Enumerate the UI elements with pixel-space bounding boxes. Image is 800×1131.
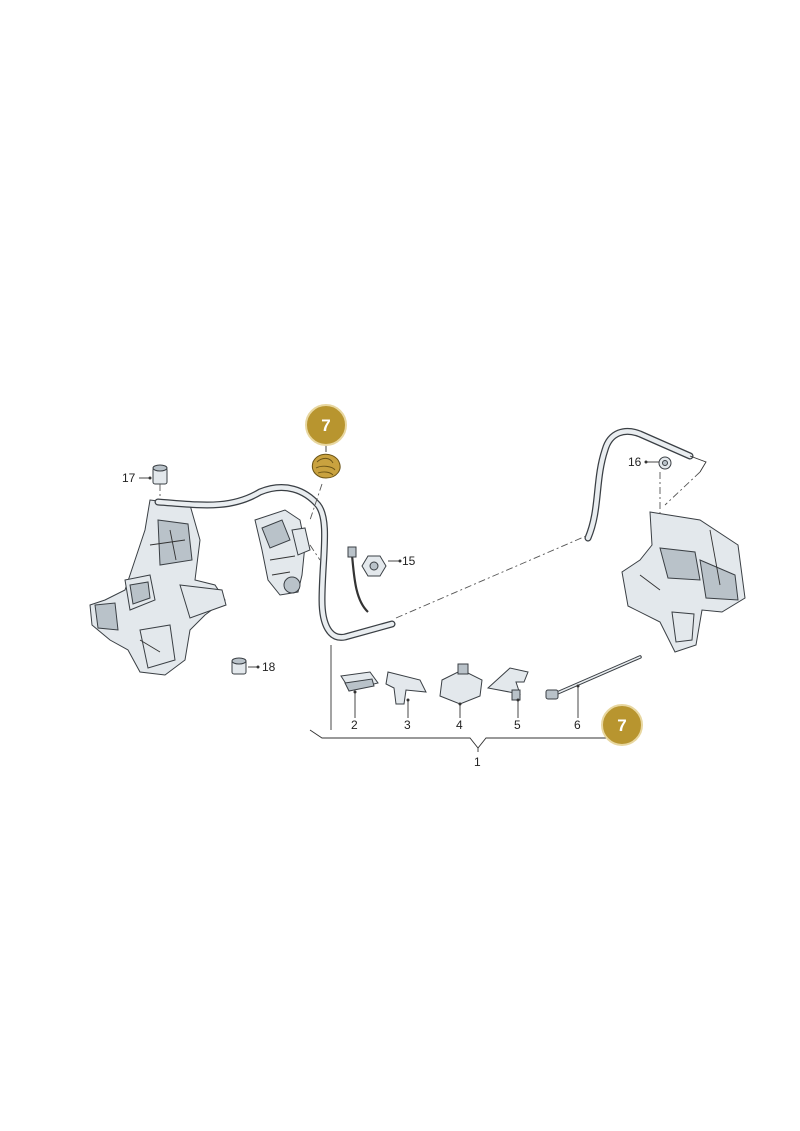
nut-15 bbox=[361, 555, 387, 577]
badge-7-bottom[interactable]: 7 bbox=[601, 704, 643, 746]
transmission-bracket bbox=[621, 511, 746, 653]
leader-lines bbox=[139, 441, 659, 718]
callout-1: 1 bbox=[474, 755, 481, 769]
callout-15: 15 bbox=[402, 554, 416, 568]
kit-part-4 bbox=[439, 663, 483, 705]
kit-part-2 bbox=[340, 671, 379, 692]
callout-5: 5 bbox=[514, 718, 521, 732]
gear-shift-housing bbox=[89, 499, 227, 676]
bush-17 bbox=[152, 464, 168, 485]
bush-18 bbox=[231, 657, 247, 675]
kit-part-6 bbox=[545, 655, 642, 700]
callout-16: 16 bbox=[628, 455, 642, 469]
clip-16 bbox=[658, 456, 672, 470]
callout-18: 18 bbox=[262, 660, 276, 674]
highlighted-part-7 bbox=[311, 453, 341, 479]
kit-part-5 bbox=[486, 667, 529, 701]
kit-part-3 bbox=[385, 671, 427, 705]
badge-7-top[interactable]: 7 bbox=[305, 404, 347, 446]
badge-7-bottom-label: 7 bbox=[617, 716, 626, 735]
callout-2: 2 bbox=[351, 718, 358, 732]
callout-17: 17 bbox=[122, 471, 136, 485]
callout-4: 4 bbox=[456, 718, 463, 732]
assembly-lines bbox=[159, 471, 701, 619]
selector-mechanism bbox=[254, 509, 311, 596]
shift-cable bbox=[154, 427, 707, 641]
callout-3: 3 bbox=[404, 718, 411, 732]
callout-6: 6 bbox=[574, 718, 581, 732]
badge-7-top-label: 7 bbox=[321, 416, 330, 435]
